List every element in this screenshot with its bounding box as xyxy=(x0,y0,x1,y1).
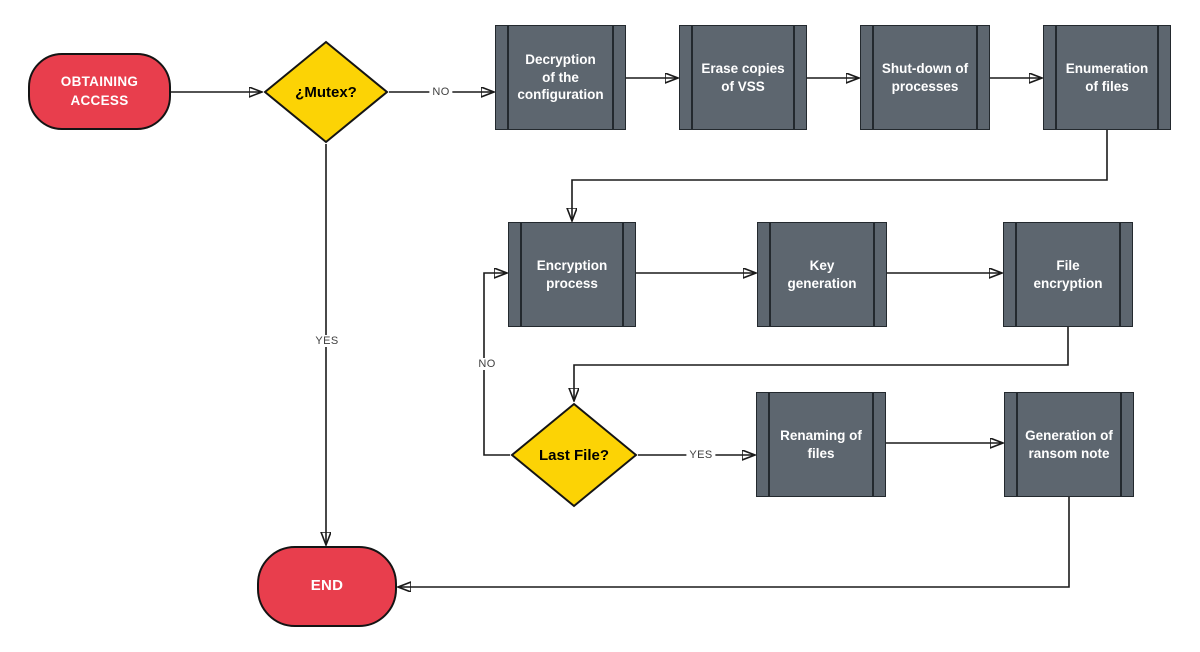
process-renaming-of-files: Renaming of files xyxy=(756,392,886,497)
process-enumeration-of-files: Enumeration of files xyxy=(1043,25,1171,130)
inner-bar-left xyxy=(507,25,509,130)
process-generation-of-ransom-note: Generation of ransom note xyxy=(1004,392,1134,497)
inner-bar-right xyxy=(873,222,875,327)
inner-bar-left xyxy=(872,25,874,130)
diamond-shape xyxy=(263,40,389,144)
process-label: Decryption of the configuration xyxy=(517,51,604,103)
inner-bar-right xyxy=(622,222,624,327)
edge-ransomnote-to-end xyxy=(399,497,1070,587)
edge-label-last-file-yes: YES xyxy=(686,449,716,461)
edge-fileenc-to-lastfile xyxy=(574,327,1069,400)
edge-label-mutex-yes: YES xyxy=(312,335,342,347)
inner-bar-left xyxy=(769,222,771,327)
process-label: Key generation xyxy=(787,257,857,291)
terminal-obtaining-access: OBTAINING ACCESS xyxy=(28,53,171,130)
edge-label-last-file-no: NO xyxy=(475,358,499,370)
inner-bar-right xyxy=(976,25,978,130)
edge-label-mutex-no: NO xyxy=(429,86,453,98)
decision-last-file: Last File? xyxy=(510,402,638,508)
inner-bar-right xyxy=(1120,392,1122,497)
inner-bar-left xyxy=(520,222,522,327)
inner-bar-right xyxy=(872,392,874,497)
process-erase-copies-of-vss: Erase copies of VSS xyxy=(679,25,807,130)
inner-bar-left xyxy=(1055,25,1057,130)
process-label: Encryption process xyxy=(536,257,608,291)
process-label: Erase copies of VSS xyxy=(701,60,785,94)
process-shutdown-of-processes: Shut-down of processes xyxy=(860,25,990,130)
process-label: Renaming of files xyxy=(780,427,862,461)
inner-bar-right xyxy=(793,25,795,130)
inner-bar-right xyxy=(1119,222,1121,327)
inner-bar-left xyxy=(768,392,770,497)
process-decryption-of-configuration: Decryption of the configuration xyxy=(495,25,626,130)
decision-label: ¿Mutex? xyxy=(295,83,357,101)
inner-bar-left xyxy=(1015,222,1017,327)
inner-bar-left xyxy=(1016,392,1018,497)
process-label: File encryption xyxy=(1033,257,1103,291)
process-label: Generation of ransom note xyxy=(1025,427,1113,461)
process-label: Enumeration of files xyxy=(1065,60,1149,94)
decision-mutex: ¿Mutex? xyxy=(263,40,389,144)
inner-bar-left xyxy=(691,25,693,130)
inner-bar-right xyxy=(1157,25,1159,130)
process-label: Shut-down of processes xyxy=(881,60,969,94)
terminal-label: OBTAINING ACCESS xyxy=(60,74,139,108)
terminal-end: END xyxy=(257,546,397,627)
inner-bar-right xyxy=(612,25,614,130)
process-key-generation: Key generation xyxy=(757,222,887,327)
edge-enumeration-to-encryption xyxy=(572,130,1108,220)
process-encryption-process: Encryption process xyxy=(508,222,636,327)
process-file-encryption: File encryption xyxy=(1003,222,1133,327)
terminal-label: END xyxy=(310,577,344,595)
decision-label: Last File? xyxy=(538,446,609,464)
diamond-shape xyxy=(510,402,638,508)
